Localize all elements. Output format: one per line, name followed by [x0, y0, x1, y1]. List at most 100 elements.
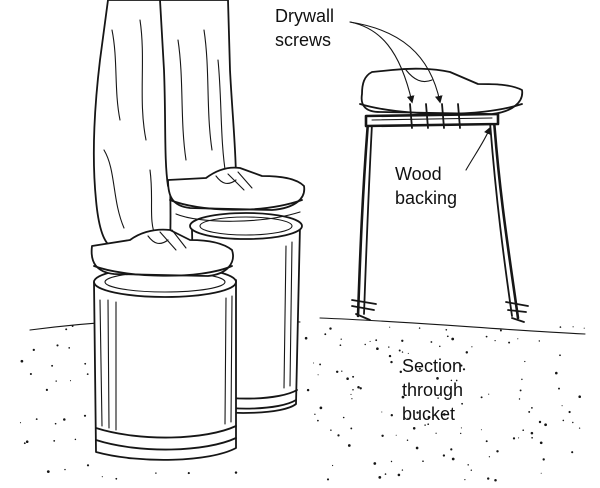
ground-dot [337, 434, 339, 436]
ground-dot [486, 336, 488, 338]
ground-dot [539, 340, 540, 341]
ground-dot [324, 333, 326, 335]
label-section-line-2: through [402, 380, 463, 400]
ground-dot [155, 472, 156, 473]
label-drywall-screws: Drywall screws [275, 6, 334, 50]
ground-dot [373, 462, 376, 465]
ground-dot [500, 330, 502, 332]
ground-dot [416, 447, 419, 450]
ground-dot [496, 450, 498, 452]
ground-dot [87, 464, 89, 466]
ground-dot [317, 420, 319, 422]
ground-dot [46, 389, 48, 391]
ground-dot [36, 418, 38, 420]
ground-dot [360, 387, 362, 389]
ground-dot [398, 474, 401, 477]
ground-dot [460, 433, 461, 434]
ground-dot [521, 379, 522, 380]
ground-dot [407, 440, 408, 441]
ground-dot [481, 429, 482, 430]
ground-dot [348, 444, 351, 447]
ground-dot [408, 353, 409, 354]
ground-dot [55, 380, 56, 381]
ground-dot [445, 329, 447, 331]
ground-dot [494, 479, 497, 482]
ground-dot [467, 464, 468, 465]
ground-dot [494, 340, 495, 341]
ground-dot [378, 476, 381, 479]
ground-dot [72, 325, 74, 327]
ground-dot [336, 371, 338, 373]
ground-dot [84, 363, 86, 365]
ground-dot [20, 422, 21, 423]
ground-dot [461, 427, 462, 428]
ground-dot [341, 339, 342, 340]
ground-dot [562, 405, 563, 406]
ground-dot [466, 351, 468, 353]
ground-dot [24, 442, 26, 444]
ground-dot [188, 472, 190, 474]
ground-dot [439, 346, 440, 347]
ground-dot [528, 411, 530, 413]
ground-dot [413, 427, 416, 430]
label-wood-line-1: Wood [395, 164, 442, 184]
ground-dot [56, 344, 58, 346]
ground-dot [115, 478, 117, 480]
ground-dot [352, 376, 354, 378]
ground-dot [443, 454, 445, 456]
ground-dot [350, 394, 351, 395]
ground-dot [55, 423, 57, 425]
ground-dot [389, 355, 391, 357]
label-section-line-1: Section [402, 356, 462, 376]
ground-dot [452, 458, 455, 461]
ground-dot [584, 328, 585, 329]
bucket-section [352, 120, 528, 322]
ground-dot [531, 437, 533, 439]
ground-dot [402, 469, 403, 470]
ground-dot [487, 477, 489, 479]
ground-dot [102, 476, 103, 477]
ground-dot [569, 411, 571, 413]
ground-dot [341, 371, 342, 372]
wood-backing-board [366, 114, 498, 126]
ground-dot [87, 373, 89, 375]
label-drywall-line-1: Drywall [275, 6, 334, 26]
ground-dot [450, 448, 452, 450]
ground-dot [391, 461, 392, 462]
ground-dot [559, 354, 561, 356]
ground-dot [389, 327, 390, 328]
ground-dot [524, 361, 525, 362]
ground-dot [390, 361, 392, 363]
ground-dot [481, 396, 483, 398]
ground-dot [463, 368, 465, 370]
ground-dot [447, 335, 449, 337]
ground-dot [464, 479, 465, 480]
ground-dot [313, 363, 314, 364]
ground-dot [518, 437, 519, 438]
ground-dot [319, 363, 321, 365]
ground-dot [63, 418, 66, 421]
ground-dot [489, 456, 490, 457]
ground-dot [451, 338, 454, 341]
ground-dot [350, 427, 352, 429]
ground-dot [352, 389, 354, 391]
ground-dot [68, 347, 70, 349]
ground-dot [357, 386, 360, 389]
ground-dot [305, 337, 308, 340]
ground-dot [343, 417, 345, 419]
section-shoe [360, 69, 522, 114]
ground-dot [340, 344, 342, 346]
ground-dot [520, 389, 522, 391]
ground-dot [401, 340, 403, 342]
ground-dot [578, 395, 581, 398]
ground-dot [488, 394, 489, 395]
ground-dot [307, 389, 309, 391]
ground-dot [332, 465, 333, 466]
ground-dot [346, 377, 349, 380]
ground-dot [571, 451, 573, 453]
ground-dot [402, 351, 403, 352]
ground-dot [419, 327, 420, 328]
label-wood-line-2: backing [395, 188, 457, 208]
